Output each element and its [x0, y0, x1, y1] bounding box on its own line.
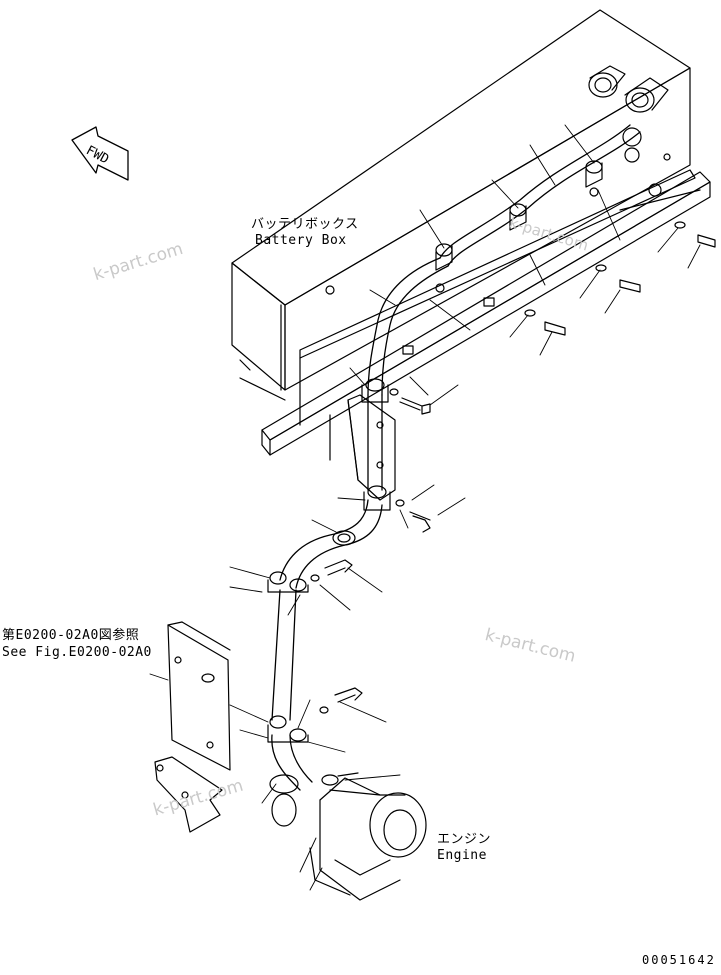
bolts-and-washers: [310, 221, 716, 714]
battery-box: [231, 9, 691, 391]
battery-box-label-jp: バッテリボックス: [251, 217, 359, 232]
mounting-plate: [154, 621, 231, 833]
engine-label-jp: エンジン: [437, 832, 492, 847]
cable-clamps: [267, 160, 603, 827]
see-fig-label-en: See Fig.E0200-02A0: [2, 645, 152, 660]
fwd-arrow-icon: FWD: [71, 126, 129, 181]
see-fig-label-jp: 第E0200-02A0図参照: [2, 628, 140, 643]
cable-bracket: [347, 394, 396, 501]
battery-terminals: [588, 65, 669, 163]
engine-label-en: Engine: [437, 848, 487, 863]
leader-lines: [149, 124, 701, 891]
engine-starter: [309, 772, 427, 901]
battery-box-label-en: Battery Box: [255, 233, 347, 248]
drawing-number: 00051642: [642, 953, 716, 967]
fwd-label: FWD: [83, 143, 111, 167]
frame-rails: [239, 169, 711, 461]
